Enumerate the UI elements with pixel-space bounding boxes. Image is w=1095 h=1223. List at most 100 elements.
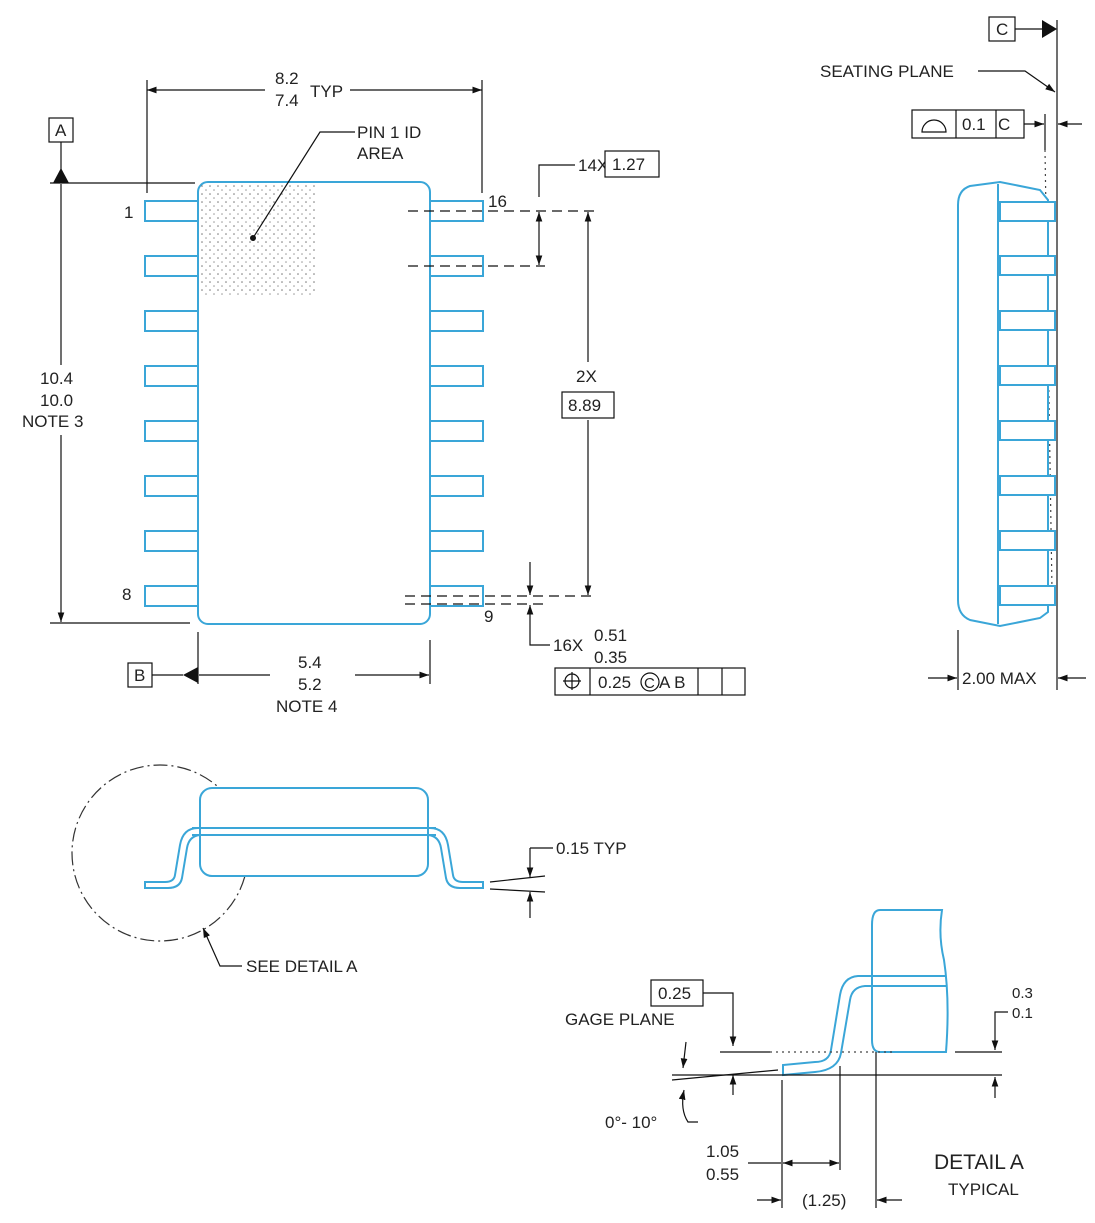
pitch-value: 1.27 xyxy=(612,155,645,174)
height-value: 2.00 MAX xyxy=(962,669,1037,688)
lead-3 xyxy=(144,310,201,332)
leadwidth-leader xyxy=(529,625,550,646)
body-lower: 5.2 xyxy=(298,675,322,694)
flatness-icon xyxy=(921,119,947,133)
flatness-datum: C xyxy=(998,115,1010,134)
thickness-ext-top xyxy=(489,875,546,883)
body-upper: 5.4 xyxy=(298,653,322,672)
lead-6 xyxy=(144,475,201,497)
length-upper: 10.4 xyxy=(40,369,73,388)
front-lead-left xyxy=(144,827,201,889)
lead-14 xyxy=(427,310,484,332)
detail-subtitle: TYPICAL xyxy=(948,1180,1019,1199)
position-tolerance-frame: 0.25 C A B xyxy=(554,667,746,696)
side-lead-2 xyxy=(999,255,1056,276)
datum-c-triangle xyxy=(1042,20,1057,38)
angle-arrow-top xyxy=(680,1041,688,1069)
standoff-upper: 0.3 xyxy=(1012,985,1033,1002)
lead-width-lower: 0.35 xyxy=(594,648,627,667)
pin1-id-area xyxy=(200,184,316,296)
standoff-lower: 0.1 xyxy=(1012,1005,1033,1022)
side-lead-3 xyxy=(999,310,1056,331)
detail-body xyxy=(871,909,949,1053)
flatness-value: 0.1 xyxy=(962,115,986,134)
gage-box xyxy=(650,979,704,1007)
length-note: NOTE 3 xyxy=(22,412,83,431)
thickness-ext-bottom xyxy=(489,888,546,893)
datum-a-label: A xyxy=(55,121,67,140)
length-lower: 10.0 xyxy=(40,391,73,410)
pin-number-last: 16 xyxy=(488,192,507,211)
front-view: 0.15 TYP SEE DETAIL A xyxy=(71,764,627,976)
footprint-value: (1.25) xyxy=(802,1191,846,1210)
tolerance-value: 0.25 xyxy=(598,673,631,692)
see-detail-label: SEE DETAIL A xyxy=(246,957,358,976)
datum-b-box xyxy=(127,662,153,688)
span-count: 2X xyxy=(576,367,597,386)
span-box xyxy=(561,391,615,419)
lead-4 xyxy=(144,365,201,387)
detail-a: 0.25 GAGE PLANE 0.3 0.1 0°- 10° 1.05 0.5… xyxy=(565,909,1033,1210)
side-lead-7 xyxy=(999,530,1056,551)
datum-a-triangle xyxy=(53,168,69,183)
seating-plane-label: SEATING PLANE xyxy=(820,62,954,81)
lead-2 xyxy=(144,255,201,277)
flatness-frame-box xyxy=(911,109,1025,139)
pin1-label-line1: PIN 1 ID xyxy=(357,123,421,142)
lead-5 xyxy=(144,420,201,442)
pitch-leader xyxy=(538,164,575,197)
pin-number-last-left: 8 xyxy=(122,585,131,604)
detail-title: DETAIL A xyxy=(934,1151,1024,1174)
gage-leader xyxy=(703,992,737,1046)
top-view: PIN 1 ID AREA 1 8 16 9 8.2 7.4 TYP A 10.… xyxy=(22,69,746,716)
standoff-leader xyxy=(991,1011,1008,1050)
left-leads xyxy=(144,200,201,607)
pin1-label-line2: AREA xyxy=(357,144,404,163)
see-detail-leader xyxy=(202,927,242,967)
gage-value: 0.25 xyxy=(658,984,691,1003)
lead-11 xyxy=(427,475,484,497)
right-leads xyxy=(427,200,484,607)
lead-7 xyxy=(144,530,201,552)
lead-8 xyxy=(144,585,201,607)
gage-plane-label: GAGE PLANE xyxy=(565,1010,675,1029)
width-suffix: TYP xyxy=(310,82,343,101)
front-body xyxy=(199,787,429,877)
pin-number-right-bottom: 9 xyxy=(484,607,493,626)
span-value: 8.89 xyxy=(568,396,601,415)
body-note: NOTE 4 xyxy=(276,697,337,716)
lead-12 xyxy=(427,420,484,442)
lead-count: 16X xyxy=(553,636,583,655)
pin-number-first: 1 xyxy=(124,203,133,222)
seating-plane-leader xyxy=(978,70,1056,93)
datum-b-label: B xyxy=(134,666,145,685)
foot-upper: 1.05 xyxy=(706,1142,739,1161)
thickness-value: 0.15 TYP xyxy=(556,839,627,858)
tolerance-modifier-circle xyxy=(640,672,660,692)
side-leads xyxy=(999,201,1056,606)
angle-line xyxy=(671,1069,779,1081)
datum-b-triangle xyxy=(183,667,198,683)
pitch-box xyxy=(604,150,660,178)
tolerance-datums: A B xyxy=(659,673,685,692)
lead-width-upper: 0.51 xyxy=(594,626,627,645)
side-view: C SEATING PLANE 0.1 C xyxy=(820,16,1086,690)
lead-13 xyxy=(427,365,484,387)
side-lead-8 xyxy=(999,585,1056,606)
angle-leader xyxy=(678,1089,698,1123)
datum-c-box xyxy=(988,16,1016,42)
pin1-leader xyxy=(252,131,355,239)
foot-lower: 0.55 xyxy=(706,1165,739,1184)
datum-c-label: C xyxy=(996,20,1008,39)
lead-10 xyxy=(427,530,484,552)
front-lead-right xyxy=(427,827,484,889)
width-lower: 7.4 xyxy=(275,91,299,110)
side-lead-5 xyxy=(999,420,1056,441)
lead-1 xyxy=(144,200,201,222)
width-upper: 8.2 xyxy=(275,69,299,88)
angle-value: 0°- 10° xyxy=(605,1113,657,1132)
side-body xyxy=(957,180,1049,628)
flatness-frame: 0.1 C xyxy=(911,109,1025,139)
side-lead-4 xyxy=(999,365,1056,386)
